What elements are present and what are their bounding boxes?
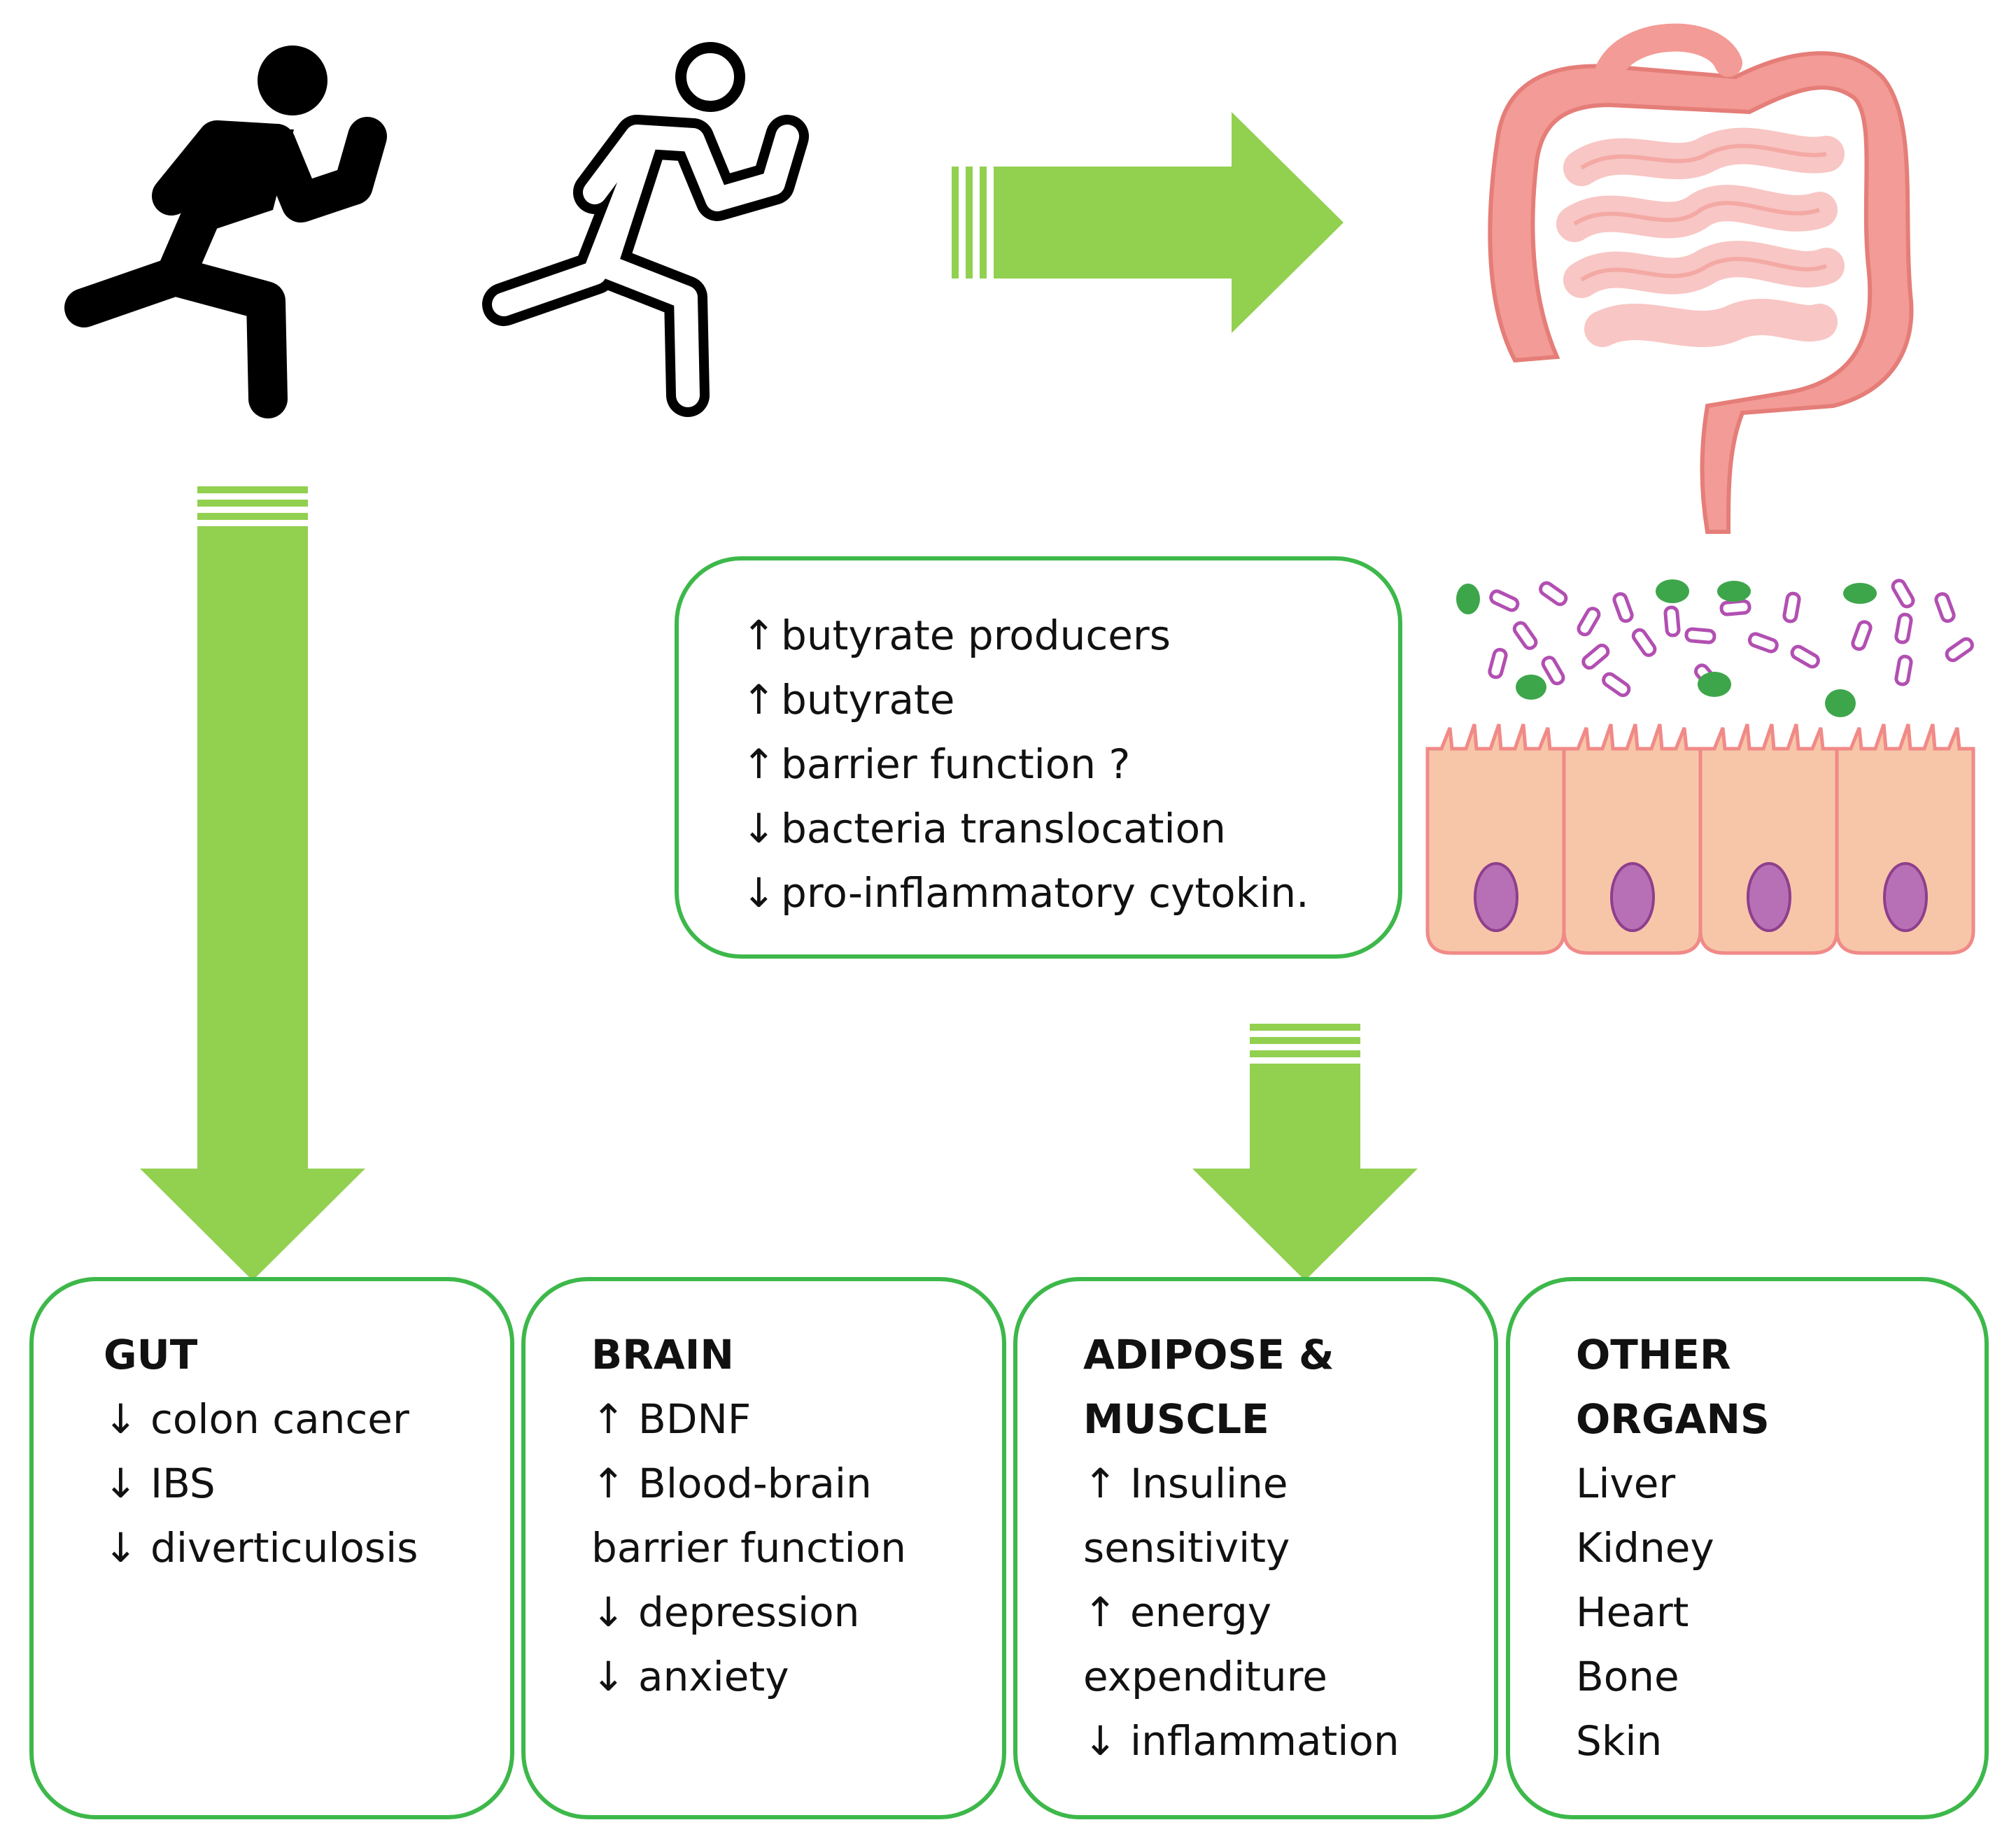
adipose-muscle-title: ADIPOSE & — [1083, 1331, 1334, 1378]
brain-effect: barrier function — [591, 1524, 907, 1572]
microbiome-line: ↓pro-inflammatory cytokin. — [742, 861, 1309, 925]
organ-name: Liver — [1576, 1460, 1676, 1507]
microbiome-line-text: barrier function ? — [781, 740, 1131, 788]
adipose-muscle-box-text: ADIPOSE & MUSCLE ↑ Insuline sensitivity … — [1083, 1322, 1400, 1773]
microbiome-line-text: pro-inflammatory cytokin. — [781, 869, 1309, 917]
brain-effect: ↓ depression — [591, 1588, 860, 1636]
arrow-right — [952, 112, 1344, 333]
organ-name: Kidney — [1576, 1524, 1714, 1572]
arrow-down-right — [1192, 1024, 1418, 1281]
increase-arrow-symbol: ↑ — [742, 740, 776, 788]
gut-effect: ↓ colon cancer — [104, 1395, 409, 1443]
increase-arrow-symbol: ↑ — [742, 676, 776, 724]
organ-name: Heart — [1576, 1588, 1689, 1636]
increase-arrow-symbol: ↑ — [742, 612, 776, 659]
microbiome-line: ↑butyrate — [742, 668, 1309, 732]
microbiome-line: ↑barrier function ? — [742, 732, 1309, 796]
adipose-muscle-effect: sensitivity — [1083, 1524, 1290, 1572]
adipose-muscle-effect: expenditure — [1083, 1653, 1327, 1700]
adipose-muscle-title: MUSCLE — [1083, 1395, 1269, 1443]
brain-effect: ↓ anxiety — [591, 1653, 789, 1700]
gut-title: GUT — [104, 1331, 198, 1378]
other-organs-title: OTHER — [1576, 1331, 1731, 1378]
brain-box — [521, 1277, 1006, 1819]
microbiome-line: ↑butyrate producers — [742, 603, 1309, 668]
gut-effect: ↓ diverticulosis — [104, 1524, 418, 1572]
organ-name: Bone — [1576, 1653, 1679, 1700]
microbiome-line-text: bacteria translocation — [781, 805, 1226, 852]
adipose-muscle-effect: ↓ inflammation — [1083, 1717, 1400, 1765]
microbiome-line-text: butyrate — [781, 676, 955, 724]
microbiome-line: ↓bacteria translocation — [742, 796, 1309, 861]
intestine-icon — [1488, 23, 1914, 534]
adipose-muscle-box — [1013, 1277, 1498, 1819]
gut-epithelium-bacteria-icon — [1425, 579, 1975, 955]
adipose-muscle-effect: ↑ energy — [1083, 1588, 1272, 1636]
gut-box-text: GUT ↓ colon cancer ↓ IBS ↓ diverticulosi… — [104, 1322, 418, 1580]
arrow-down-left — [140, 486, 365, 1281]
microbiome-line-text: butyrate producers — [781, 612, 1171, 659]
other-organs-title: ORGANS — [1576, 1395, 1770, 1443]
other-organs-box-text: OTHER ORGANS Liver Kidney Heart Bone Ski… — [1576, 1322, 1770, 1773]
brain-effect: ↑ Blood-brain — [591, 1460, 872, 1507]
microbiome-effects-box — [675, 556, 1402, 959]
brain-title: BRAIN — [591, 1331, 734, 1378]
other-organs-box — [1506, 1277, 1989, 1819]
runner-filled-icon — [64, 45, 387, 418]
organ-name: Skin — [1576, 1717, 1663, 1765]
microbiome-effects-text: ↑butyrate producers ↑butyrate ↑barrier f… — [742, 603, 1309, 925]
gut-box — [29, 1277, 514, 1819]
adipose-muscle-effect: ↑ Insuline — [1083, 1460, 1288, 1507]
decrease-arrow-symbol: ↓ — [742, 805, 776, 852]
runner-outline-icon — [482, 42, 809, 417]
brain-effect: ↑ BDNF — [591, 1395, 752, 1443]
brain-box-text: BRAIN ↑ BDNF ↑ Blood-brain barrier funct… — [591, 1322, 906, 1709]
gut-effect: ↓ IBS — [104, 1460, 216, 1507]
decrease-arrow-symbol: ↓ — [742, 869, 776, 917]
